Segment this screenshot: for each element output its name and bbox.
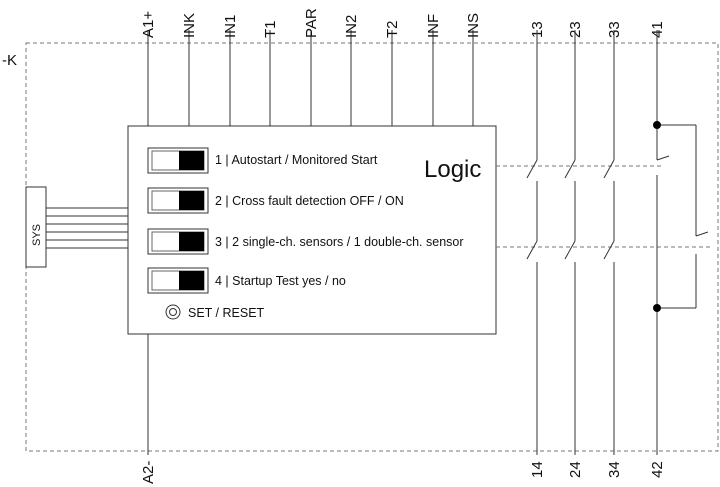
dip-switch-1[interactable]: 1 | Autostart / Monitored Start [147,147,378,174]
terminal-label-inf: INF [425,14,442,38]
terminal-label-34: 34 [606,461,623,478]
sys-label: SYS [31,224,43,246]
terminal-label-14: 14 [529,461,546,478]
terminal-label-41: 41 [649,21,666,38]
terminal-label-24: 24 [567,461,584,478]
terminal-label-42: 42 [649,461,666,478]
dip-switch-2[interactable]: 2 | Cross fault detection OFF / ON [147,187,404,214]
dip-switch-2-knob [179,191,204,210]
terminal-label-in2: IN2 [343,15,360,38]
dip-switch-3-label: 3 | 2 single-ch. sensors / 1 double-ch. … [215,235,464,249]
terminal-labels-bottom: A2- 14 24 34 42 [140,461,666,484]
terminal-label-ins: INS [465,13,482,38]
set-reset-label: SET / RESET [188,306,265,320]
terminal-label-in1: IN1 [222,15,239,38]
terminal-label-par: PAR [303,8,320,38]
dip-switch-4-knob [179,271,204,290]
logic-label: Logic [424,156,481,183]
contact-41-42 [653,30,709,455]
device-id: -K [2,52,17,69]
dip-switch-1-knob [179,151,204,170]
terminal-wires-top [147,30,474,126]
junction-dot-41 [653,121,661,129]
contact-23-24 [564,30,576,455]
dip-switch-3-knob [179,232,204,251]
contact-13-14 [526,30,538,455]
terminal-label-13: 13 [529,21,546,38]
terminal-label-33: 33 [606,21,623,38]
contact-33-34 [603,30,615,455]
terminal-label-t2: T2 [384,20,401,38]
terminal-labels-top: A1+ INK IN1 T1 PAR IN2 T2 INF INS 13 23 … [140,8,666,38]
set-reset-button[interactable] [165,304,181,320]
sys-bus-lines [46,207,128,249]
terminal-label-a2: A2- [140,461,157,484]
terminal-label-a1: A1+ [140,11,157,38]
dip-switch-2-label: 2 | Cross fault detection OFF / ON [215,194,404,208]
terminal-label-23: 23 [567,21,584,38]
junction-dot-42 [653,304,661,312]
terminal-label-t1: T1 [262,20,279,38]
terminal-label-ink: INK [181,13,198,38]
dip-switch-4[interactable]: 4 | Startup Test yes / no [147,267,346,294]
dip-switch-1-label: 1 | Autostart / Monitored Start [215,153,378,167]
sys-connector [25,186,47,268]
dip-switch-3[interactable]: 3 | 2 single-ch. sensors / 1 double-ch. … [147,228,464,255]
dip-switch-4-label: 4 | Startup Test yes / no [215,274,346,288]
